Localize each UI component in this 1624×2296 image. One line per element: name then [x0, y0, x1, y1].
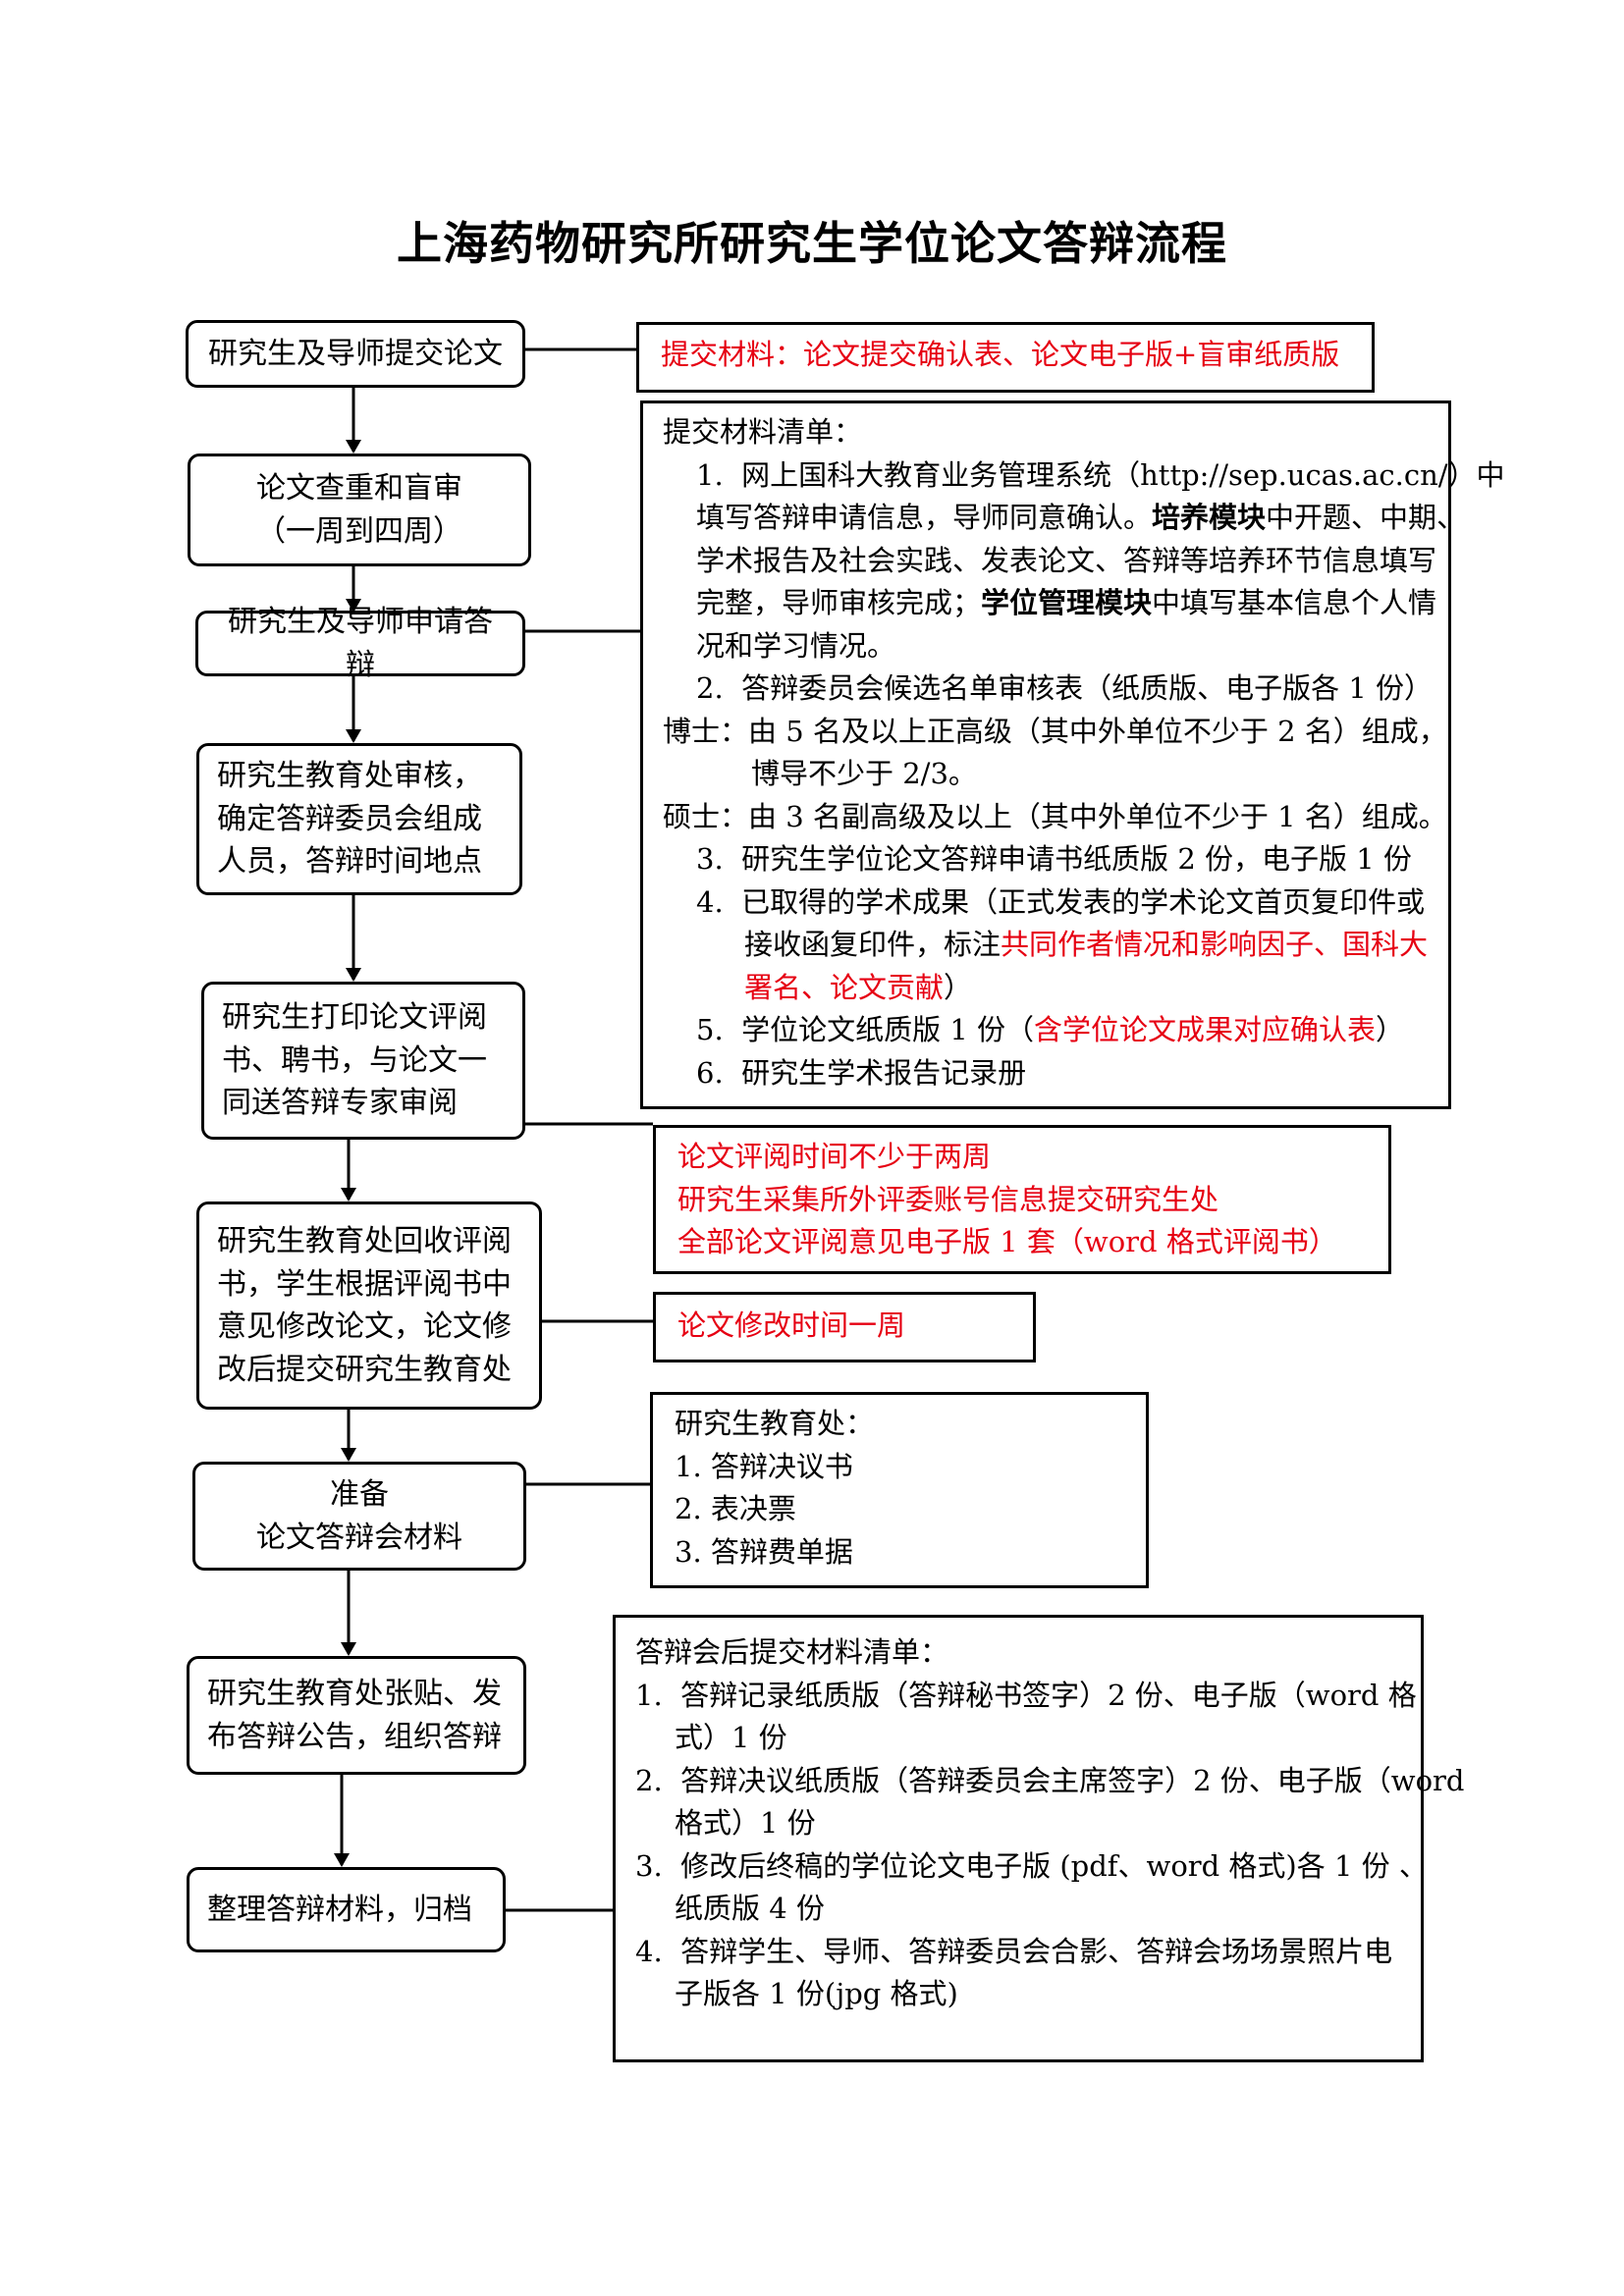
checklist-text: 答辩委员会候选名单审核表（纸质版、电子版各 1 份）: [741, 671, 1433, 705]
step-label: 研究生教育处回收评阅 书，学生根据评阅书中 意见修改论文，论文修 改后提交研究生…: [217, 1224, 512, 1387]
review-line: 全部论文评阅意见电子版 1 套（word 格式评阅书）: [677, 1225, 1337, 1258]
step-announce-defense: 研究生教育处张贴、发 布答辩公告，组织答辩: [187, 1656, 526, 1775]
step-label: 准备 论文答辩会材料: [256, 1477, 462, 1555]
step-submit-thesis: 研究生及导师提交论文: [186, 320, 525, 388]
after-text: 答辩学生、导师、答辩委员会合影、答辩会场场景照片电: [680, 1934, 1393, 1968]
step-label: 论文查重和盲审 （一周到四周）: [256, 471, 462, 549]
checklist-text: ）: [944, 970, 973, 1004]
list-number: 4.: [696, 884, 724, 919]
step-office-review: 研究生教育处审核， 确定答辩委员会组成 人员，答辩时间地点: [196, 743, 522, 895]
checklist-text: 完整，导师审核完成；: [696, 586, 982, 619]
after-text: 子版各 1 份(jpg 格式): [675, 1977, 958, 2010]
after-text: 答辩记录纸质版（答辩秘书签字）2 份、电子版（word 格: [680, 1678, 1417, 1712]
office-item: 2. 表决票: [675, 1492, 796, 1525]
checklist-red-text: 含学位论文成果对应确认表: [1034, 1013, 1377, 1046]
note-post-defense-checklist: 答辩会后提交材料清单： 1. 答辩记录纸质版（答辩秘书签字）2 份、电子版（wo…: [613, 1615, 1465, 2062]
after-text: 修改后终稿的学位论文电子版 (pdf、word 格式)各 1 份 、: [680, 1848, 1428, 1883]
checklist-text: 填写答辩申请信息，导师同意确认。: [696, 501, 1153, 534]
note-review-requirements: 论文评阅时间不少于两周 研究生采集所外评委账号信息提交研究生处 全部论文评阅意见…: [653, 1125, 1391, 1274]
checklist-text: 况和学习情况。: [696, 628, 896, 663]
checklist-red-text: 署名、论文贡献: [744, 970, 945, 1004]
after-text: 答辩决议纸质版（答辩委员会主席签字）2 份、电子版（word: [680, 1763, 1465, 1797]
list-number: 2.: [635, 1763, 663, 1797]
office-heading: 研究生教育处：: [675, 1407, 875, 1440]
list-number: 2.: [696, 671, 724, 705]
checklist-text: ）: [1376, 1013, 1405, 1046]
step-label: 研究生打印论文评阅 书、聘书，与论文一 同送答辩专家审阅: [222, 1000, 487, 1121]
checklist-bold-text: 培养模块: [1152, 501, 1267, 534]
checklist-text: 已取得的学术成果（正式发表的学术论文首页复印件或: [741, 884, 1426, 919]
note-submit-materials: 提交材料：论文提交确认表、论文电子版+盲审纸质版: [636, 322, 1375, 393]
checklist-text: 接收函复印件，标注: [744, 928, 1001, 961]
checklist-text: 研究生学位论文答辩申请书纸质版 2 份，电子版 1 份: [741, 842, 1412, 876]
note-office-materials: 研究生教育处： 1. 答辩决议书 2. 表决票 3. 答辩费单据: [650, 1392, 1149, 1588]
step-label: 研究生及导师提交论文: [208, 336, 503, 371]
step-archive: 整理答辩材料，归档: [187, 1867, 506, 1952]
office-item: 3. 答辩费单据: [675, 1534, 853, 1569]
review-line: 研究生采集所外评委账号信息提交研究生处: [677, 1182, 1219, 1216]
checklist-text: 博导不少于 2/3。: [751, 757, 977, 790]
list-number: 3.: [696, 842, 724, 876]
checklist-text: 网上国科大教育业务管理系统（http://sep.ucas.ac.cn/）中: [741, 457, 1505, 492]
page-title: 上海药物研究所研究生学位论文答辩流程: [397, 217, 1227, 270]
step-print-review-forms: 研究生打印论文评阅 书、聘书，与论文一 同送答辩专家审阅: [201, 982, 525, 1140]
list-number: 1.: [635, 1678, 663, 1712]
step-plagiarism-blind-review: 论文查重和盲审 （一周到四周）: [188, 454, 531, 566]
note-text: 提交材料：论文提交确认表、论文电子版+盲审纸质版: [661, 338, 1340, 371]
office-item: 1. 答辩决议书: [675, 1449, 853, 1483]
step-label: 研究生及导师申请答辩: [228, 605, 493, 682]
step-label: 研究生教育处张贴、发 布答辩公告，组织答辩: [207, 1677, 502, 1754]
after-text: 纸质版 4 份: [675, 1892, 825, 1925]
list-number: 3.: [635, 1848, 663, 1883]
list-number: 6.: [696, 1055, 724, 1090]
list-number: 1.: [696, 457, 724, 492]
list-number: 4.: [635, 1934, 663, 1968]
checklist-text: 博士：由 5 名及以上正高级（其中外单位不少于 2 名）组成，: [663, 714, 1447, 748]
step-apply-defense: 研究生及导师申请答辩: [195, 605, 525, 682]
checklist-red-text: 共同作者情况和影响因子、国科大: [1001, 928, 1429, 961]
after-heading: 答辩会后提交材料清单：: [635, 1635, 949, 1669]
checklist-text: 研究生学术报告记录册: [741, 1055, 1027, 1090]
note-revision-time: 论文修改时间一周: [653, 1292, 1036, 1362]
note-text: 论文修改时间一周: [677, 1308, 906, 1342]
after-text: 格式）1 份: [675, 1806, 816, 1840]
step-prepare-materials: 准备 论文答辩会材料: [192, 1462, 526, 1571]
step-label: 研究生教育处审核， 确定答辩委员会组成 人员，答辩时间地点: [217, 759, 482, 880]
note-application-checklist: 提交材料清单： 1. 网上国科大教育业务管理系统（http://sep.ucas…: [640, 400, 1505, 1109]
step-label: 整理答辩材料，归档: [207, 1892, 472, 1927]
checklist-bold-text: 学位管理模块: [981, 586, 1153, 619]
checklist-text: 中填写基本信息个人情: [1152, 586, 1437, 619]
after-text: 式）1 份: [675, 1721, 787, 1754]
checklist-heading: 提交材料清单：: [663, 415, 863, 449]
checklist-text: 学术报告及社会实践、发表论文、答辩等培养环节信息填写: [696, 543, 1437, 577]
checklist-text: 学位论文纸质版 1 份（: [741, 1013, 1034, 1046]
step-collect-and-revise: 研究生教育处回收评阅 书，学生根据评阅书中 意见修改论文，论文修 改后提交研究生…: [196, 1201, 542, 1410]
review-line: 论文评阅时间不少于两周: [677, 1140, 992, 1173]
checklist-text: 硕士：由 3 名副高级及以上（其中外单位不少于 1 名）组成。: [663, 799, 1447, 833]
list-number: 5.: [696, 1013, 724, 1046]
checklist-text: 中开题、中期、: [1266, 501, 1466, 534]
